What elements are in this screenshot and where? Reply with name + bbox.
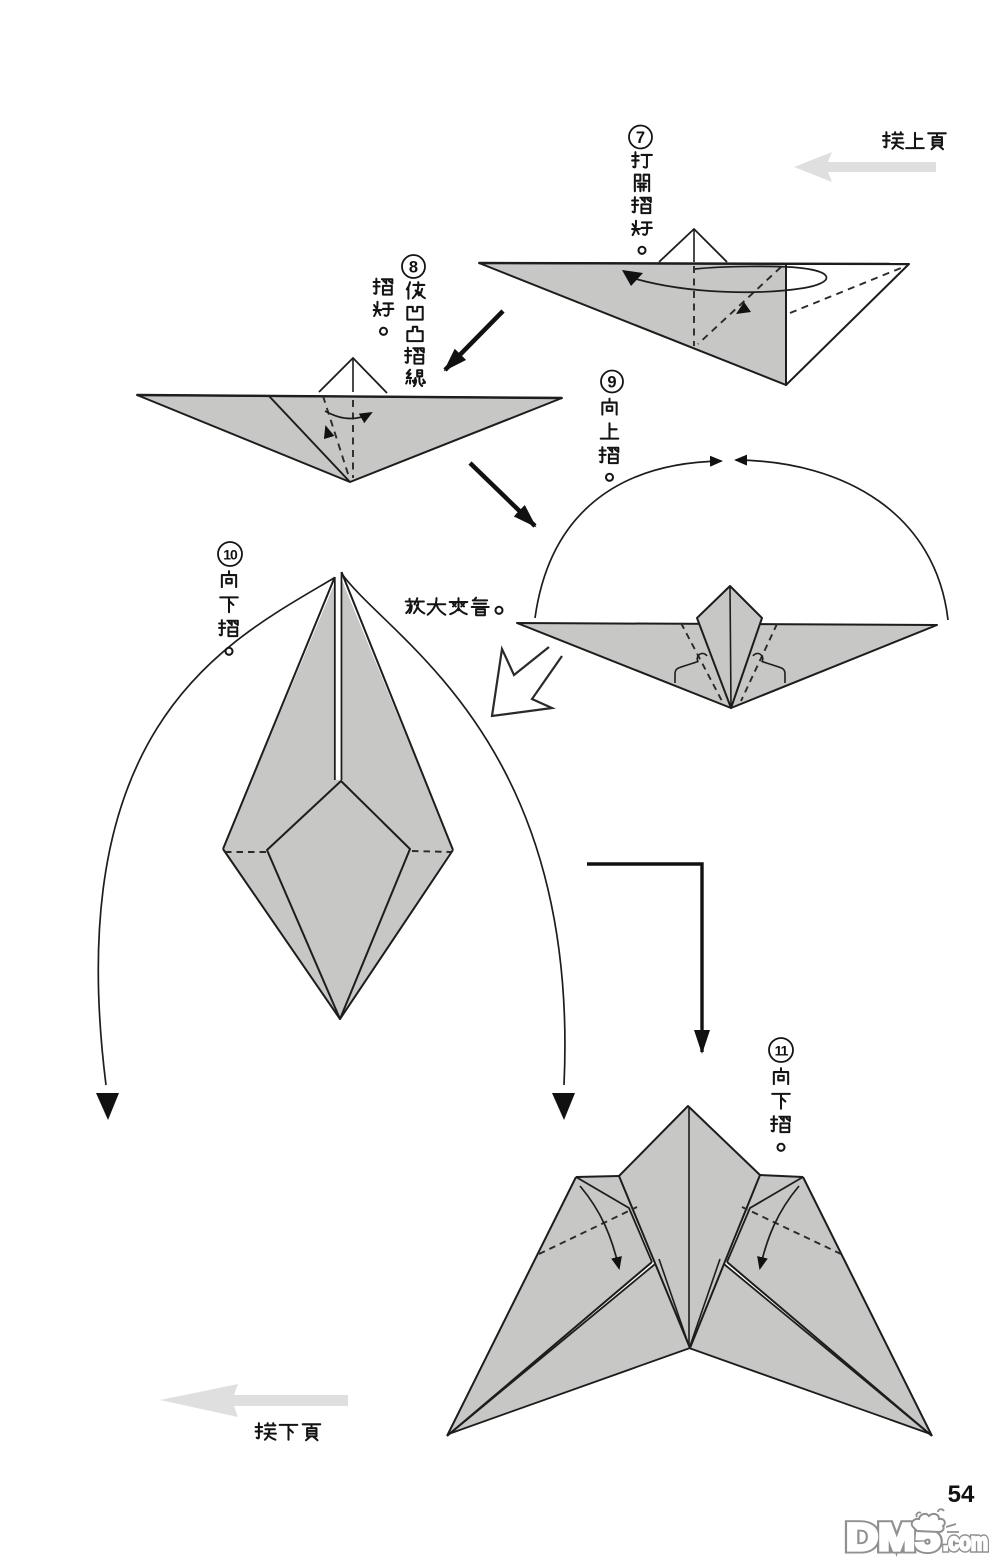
svg-text:8: 8: [409, 259, 418, 277]
svg-text:54: 54: [948, 1481, 975, 1508]
svg-text:7: 7: [636, 129, 645, 147]
svg-text:10: 10: [223, 547, 238, 563]
svg-text:9: 9: [607, 374, 616, 392]
svg-text:.com: .com: [943, 1529, 988, 1556]
svg-text:11: 11: [775, 1043, 789, 1059]
